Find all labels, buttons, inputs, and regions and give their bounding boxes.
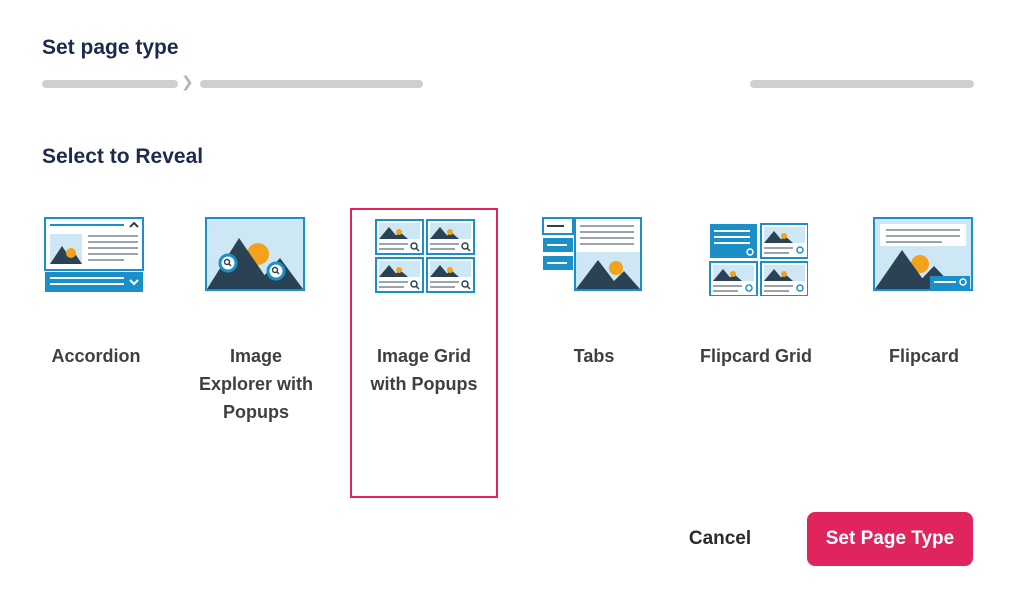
dialog-title: Set page type xyxy=(42,36,179,59)
flipcard-icon xyxy=(873,217,973,291)
option-image-explorer[interactable]: Image Explorer with Popups xyxy=(182,208,330,498)
option-image-grid[interactable]: Image Grid with Popups xyxy=(350,208,498,498)
option-label: Accordion xyxy=(51,346,141,366)
option-accordion[interactable]: Accordion xyxy=(22,208,170,498)
option-label: Image Grid with Popups xyxy=(370,346,478,394)
option-label: Tabs xyxy=(573,346,615,366)
option-tabs[interactable]: Tabs xyxy=(520,208,668,498)
progress-step-3 xyxy=(750,80,974,88)
section-title: Select to Reveal xyxy=(42,145,204,168)
tabs-icon xyxy=(542,217,642,291)
image-explorer-icon xyxy=(205,217,305,291)
cancel-button[interactable]: Cancel xyxy=(668,513,772,565)
option-label: Image Explorer with Popups xyxy=(198,346,314,422)
flipcard-grid-icon xyxy=(709,223,808,296)
progress-step-2 xyxy=(200,80,423,88)
option-flipcard-grid[interactable]: Flipcard Grid xyxy=(682,208,830,498)
option-flipcard[interactable]: Flipcard xyxy=(850,208,998,498)
set-page-type-button[interactable]: Set Page Type xyxy=(807,512,973,566)
chevron-right-icon: ❯ xyxy=(181,74,194,91)
option-label: Flipcard xyxy=(888,346,959,366)
option-label: Flipcard Grid xyxy=(699,346,813,366)
accordion-icon xyxy=(44,217,144,292)
image-grid-icon xyxy=(375,219,475,293)
progress-step-1 xyxy=(42,80,178,88)
